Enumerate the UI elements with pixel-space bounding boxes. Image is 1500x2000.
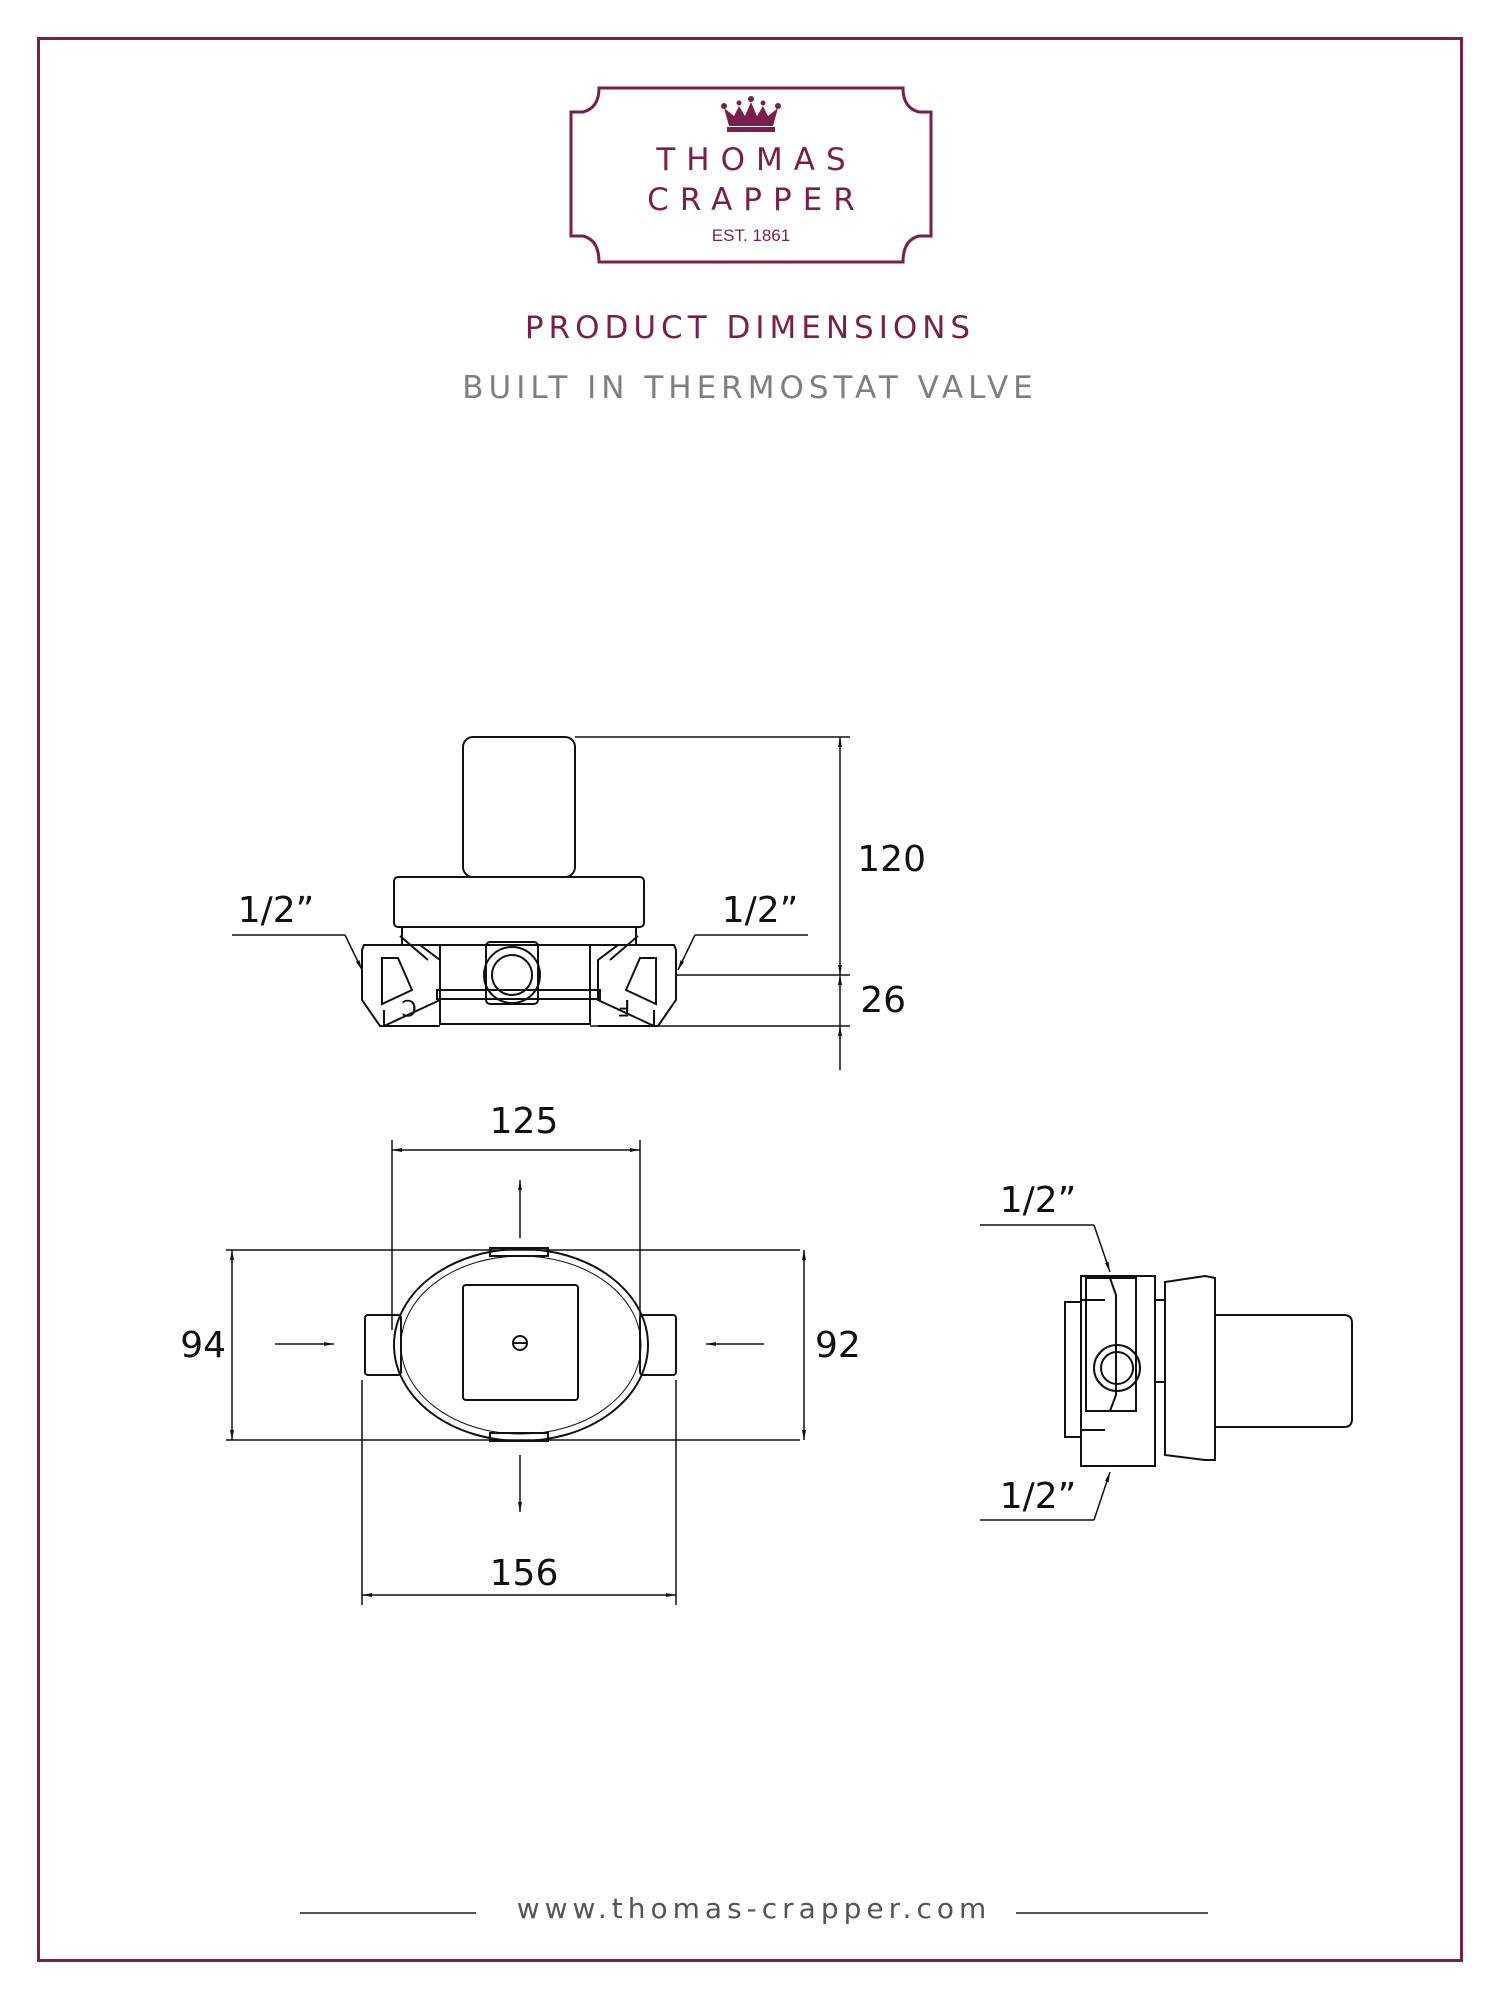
connection-bottom-label: 1/2” — [1000, 1476, 1077, 1517]
side-view — [980, 1224, 1353, 1521]
width-inner-label: 125 — [490, 1101, 559, 1142]
height-base-label: 26 — [860, 980, 906, 1021]
product-name: BUILT IN THERMOSTAT VALVE — [462, 370, 1038, 406]
depth-left-label: 94 — [180, 1325, 226, 1366]
connection-left-label: 1/2” — [238, 890, 315, 931]
footer-divider-right — [1016, 1912, 1208, 1914]
page-title: PRODUCT DIMENSIONS — [524, 310, 976, 346]
valve-body-top — [364, 1247, 677, 1442]
brand-name-line2: CRAPPER — [647, 182, 866, 218]
page-border — [37, 37, 1463, 1962]
footer: www.thomas-crapper.com — [300, 1892, 1208, 1932]
valve-body-side — [1064, 1274, 1353, 1467]
marker-cold: F — [618, 994, 631, 1019]
crown-icon — [721, 96, 781, 132]
top-view — [226, 1140, 806, 1605]
established-year: EST. 1861 — [711, 226, 791, 245]
brand-logo: THOMAS CRAPPER EST. 1861 — [569, 86, 933, 264]
front-view: C F — [232, 736, 850, 1070]
connection-top-label: 1/2” — [1000, 1180, 1077, 1221]
valve-body-front — [361, 736, 677, 1027]
depth-right-label: 92 — [815, 1325, 861, 1366]
website-link[interactable]: www.thomas-crapper.com — [516, 1892, 992, 1925]
connection-right-label: 1/2” — [722, 890, 799, 931]
logo-cartouche — [569, 86, 933, 264]
brand-name-line1: THOMAS — [656, 142, 857, 178]
height-total-label: 120 — [857, 839, 926, 880]
marker-hot: C — [401, 994, 416, 1019]
width-outer-label: 156 — [490, 1553, 559, 1594]
footer-divider-left — [300, 1912, 476, 1914]
